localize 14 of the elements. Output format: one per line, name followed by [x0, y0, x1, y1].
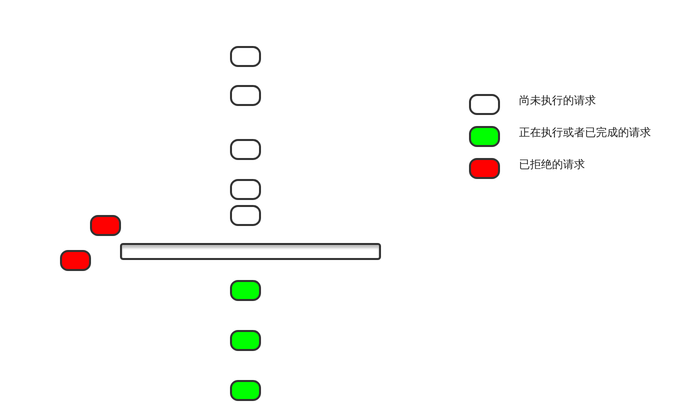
request-pill: [230, 380, 261, 401]
request-pill: [60, 250, 91, 271]
request-pill: [230, 205, 261, 226]
barrier-bar: [120, 243, 381, 260]
legend-label: 正在执行或者已完成的请求: [519, 127, 651, 138]
request-pill: [230, 179, 261, 200]
legend-label: 尚未执行的请求: [519, 95, 596, 106]
request-pill: [230, 46, 261, 67]
request-pill: [230, 85, 261, 106]
legend-label: 已拒绝的请求: [519, 159, 585, 170]
request-pill: [230, 330, 261, 351]
request-pill: [230, 139, 261, 160]
request-pill: [90, 215, 121, 236]
request-pill: [230, 280, 261, 301]
